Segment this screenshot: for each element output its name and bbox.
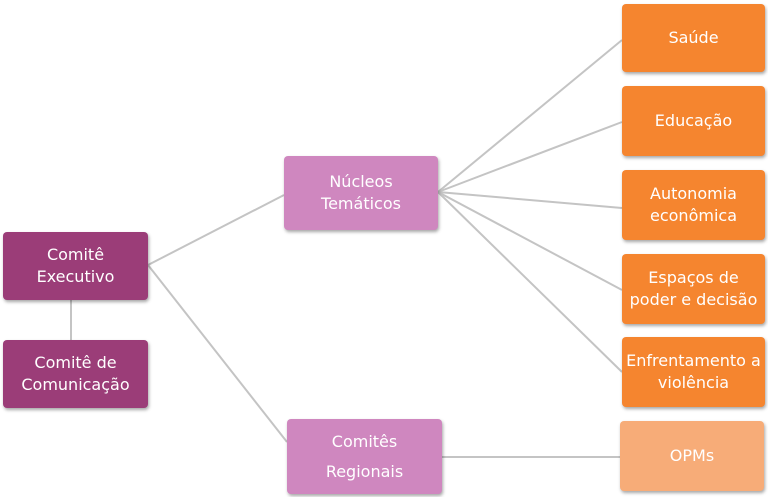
- comite-comunicacao-line-2: Comunicação: [21, 375, 130, 394]
- nucleos-tematicos-line-2: Temáticos: [321, 194, 401, 213]
- autonomia-line-1: Autonomia: [650, 184, 737, 203]
- comite-comunicacao-line-1: Comitê de: [34, 353, 117, 372]
- enfrentamento-violencia-node: Enfrentamento a violência: [622, 337, 765, 407]
- comite-comunicacao-node: Comitê de Comunicação: [3, 340, 148, 408]
- opms-node: OPMs: [620, 421, 764, 491]
- saude-node: Saúde: [622, 4, 765, 72]
- educacao-node: Educação: [622, 86, 765, 156]
- educacao-label: Educação: [654, 111, 733, 130]
- espacos-line-2: poder e decisão: [629, 290, 758, 309]
- comites-regionais-node: Comitês Regionais: [287, 419, 442, 494]
- link-nucleos-enfrentamento: [437, 191, 623, 373]
- link-executivo-regionais: [147, 264, 288, 443]
- espacos-poder-decisao-node: Espaços de poder e decisão: [622, 254, 765, 324]
- nucleos-tematicos-node: Núcleos Temáticos: [284, 156, 438, 230]
- opms-label: OPMs: [669, 446, 715, 465]
- enfrentamento-line-2: violência: [657, 373, 730, 392]
- link-nucleos-espacos: [437, 191, 623, 291]
- autonomia-line-2: econômica: [650, 206, 737, 225]
- espacos-line-1: Espaços de: [648, 268, 739, 287]
- nucleos-tematicos-line-1: Núcleos: [329, 172, 393, 191]
- comite-executivo-line-1: Comitê: [46, 245, 105, 264]
- comites-regionais-line-1: Comitês: [331, 431, 398, 451]
- link-nucleos-saude: [437, 39, 623, 193]
- comite-executivo-node: Comitê Executivo: [3, 232, 148, 300]
- link-executivo-nucleos: [147, 194, 285, 266]
- enfrentamento-line-1: Enfrentamento a: [626, 351, 761, 370]
- saude-label: Saúde: [668, 28, 719, 47]
- link-nucleos-autonomia: [437, 191, 623, 209]
- autonomia-economica-node: Autonomia econômica: [622, 170, 765, 240]
- link-nucleos-educacao: [437, 121, 623, 193]
- comite-executivo-line-2: Executivo: [36, 267, 115, 286]
- comites-regionais-line-2: Regionais: [325, 461, 404, 481]
